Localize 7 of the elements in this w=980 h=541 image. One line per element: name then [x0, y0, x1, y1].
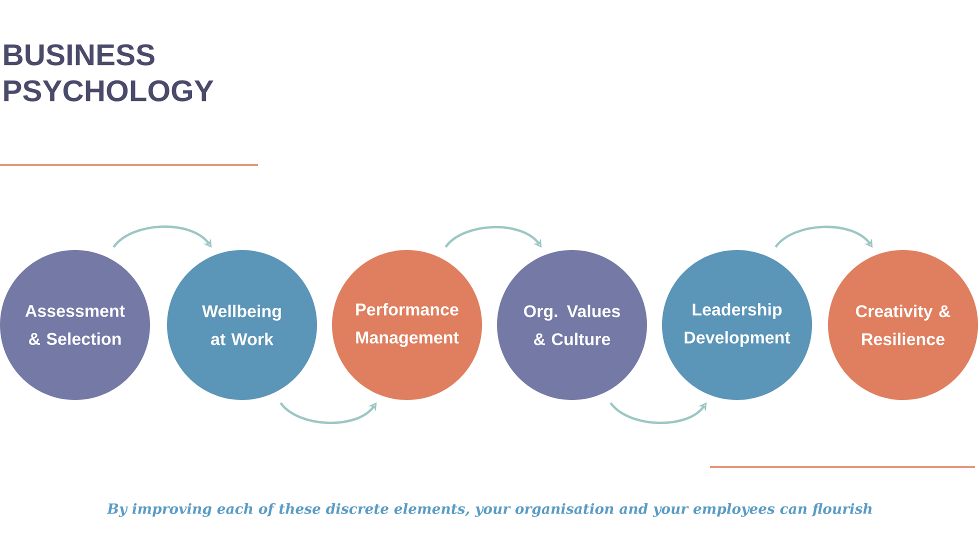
arrow: [444, 226, 542, 248]
caption: By improving each of these discrete elements, your organisation and your employees can flourish: [106, 503, 872, 517]
arrow: [774, 226, 873, 248]
title: BUSINESS PSYCHOLOGY: [4, 44, 214, 102]
arrow: [610, 402, 707, 424]
arrow: [280, 402, 377, 424]
arrow: [112, 226, 212, 248]
